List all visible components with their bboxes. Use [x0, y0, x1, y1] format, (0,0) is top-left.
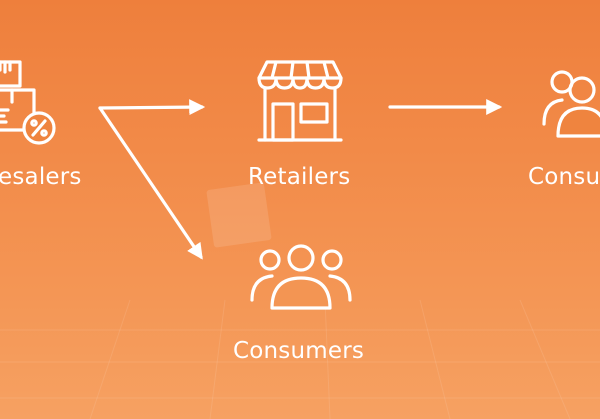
- boxes-discount-icon: [0, 60, 56, 145]
- node-label-wholesalers: esalers: [0, 164, 82, 190]
- storefront-icon: [257, 60, 343, 142]
- node-label-retailers: Retailers: [248, 164, 351, 190]
- node-label-consumers-right: Consu: [528, 164, 600, 190]
- people-group-icon: [250, 244, 352, 310]
- arrow-wholesalers-to-consumers: [98, 106, 203, 260]
- node-label-consumers-bottom: Consumers: [233, 338, 365, 364]
- people-group-icon: [542, 70, 600, 138]
- arrow-wholesalers-to-retailers: [98, 99, 206, 116]
